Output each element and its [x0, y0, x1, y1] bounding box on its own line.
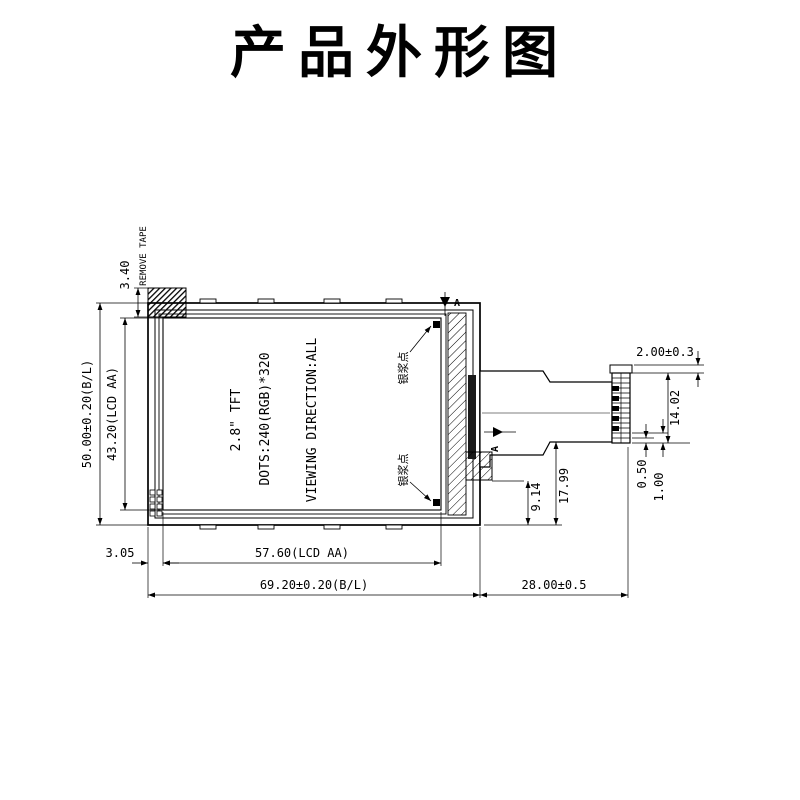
dim-module-height: 50.00±0.20(B/L): [80, 360, 94, 468]
silver-dot-top: [433, 321, 440, 328]
dim-connector-offset: 2.00±0.3: [636, 345, 694, 359]
page-title: 产品外形图: [230, 21, 570, 84]
module-outline: [147, 287, 481, 530]
lcd-active-area: [162, 317, 442, 511]
corner-contact-grid: [149, 489, 163, 517]
section-arrow-top: [440, 297, 450, 307]
dim-fpc-offset-a: 9.14: [529, 483, 543, 512]
dim-aa-left-offset: 3.05: [106, 546, 135, 560]
dim-pin-width: 1.00: [652, 473, 666, 502]
dim-module-width: 69.20±0.20(B/L): [260, 578, 368, 592]
silver-dot-bottom: [433, 499, 440, 506]
fpc-bond-bar: [468, 375, 476, 459]
fpc-cable: [465, 364, 633, 481]
label-dots: DOTS:240(RGB)*320: [258, 352, 273, 485]
remove-tape-block: [147, 287, 187, 318]
dim-tape-height: 3.40: [118, 261, 132, 290]
label-viewing-direction: VIEWING DIRECTION:ALL: [305, 338, 320, 503]
dimension-lines: [97, 288, 701, 598]
section-markers: [440, 292, 516, 437]
section-label-side: A: [490, 446, 501, 452]
dim-pin-pitch: 0.50: [635, 460, 649, 489]
silver-paste-dots: [409, 321, 440, 506]
label-tft-size: 2.8" TFT: [229, 389, 244, 452]
frame-tabs: [199, 298, 403, 530]
label-silver-dot-top: 银浆点: [396, 352, 410, 385]
dim-aa-height: 43.20(LCD AA): [105, 367, 119, 461]
dim-fpc-length: 28.00±0.5: [521, 578, 586, 592]
fpc-connector: [609, 364, 633, 444]
label-silver-dot-bottom: 银浆点: [396, 454, 410, 487]
section-label-top: A: [454, 298, 460, 309]
connector-pins: [612, 386, 619, 431]
dim-fpc-offset-b: 17.99: [557, 468, 571, 504]
section-arrow-side: [493, 427, 503, 437]
dim-aa-width: 57.60(LCD AA): [255, 546, 349, 560]
fpc-component-block: [465, 451, 493, 481]
remove-tape-label: REMOVE TAPE: [139, 226, 149, 286]
hatched-bond-area: [447, 312, 467, 516]
dim-connector-height: 14.02: [668, 390, 682, 426]
